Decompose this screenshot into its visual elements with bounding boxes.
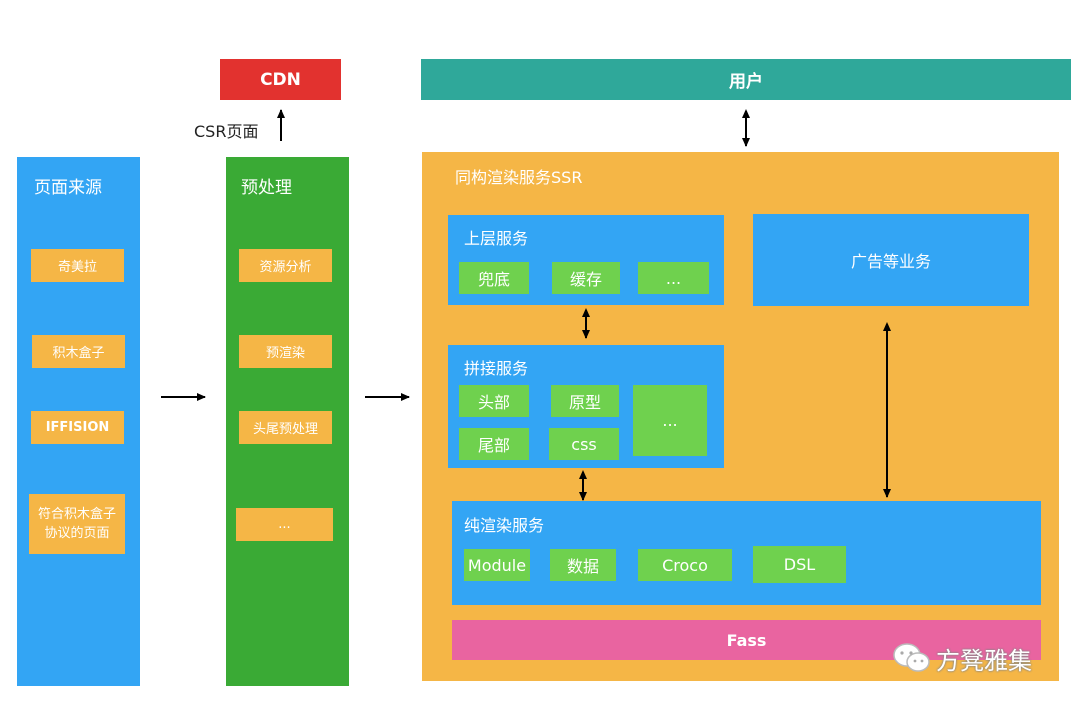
cdn-box: CDN bbox=[220, 59, 341, 100]
upper-service-title: 上层服务 bbox=[464, 229, 529, 248]
user-bar: 用户 bbox=[421, 59, 1071, 100]
preprocess-title: 预处理 bbox=[241, 178, 292, 198]
source-item-iffision: IFFISION bbox=[31, 411, 124, 444]
fallback-box: 兜底 bbox=[459, 262, 529, 294]
pure-render-title: 纯渲染服务 bbox=[464, 516, 545, 535]
stitch-more-box: ... bbox=[633, 385, 707, 456]
wechat-icon bbox=[893, 643, 930, 672]
page-source-title: 页面来源 bbox=[34, 178, 102, 198]
ads-business-panel: 广告等业务 bbox=[753, 214, 1029, 306]
source-item-jimu: 积木盒子 bbox=[32, 335, 125, 368]
cache-box: 缓存 bbox=[552, 262, 620, 294]
watermark: 方凳雅集 bbox=[892, 640, 1052, 676]
dsl-box: DSL bbox=[753, 546, 846, 583]
stitch-service-title: 拼接服务 bbox=[464, 359, 529, 378]
ssr-container: 同构渲染服务SSR 上层服务 兜底 缓存 ... 广告等业务 拼接服务 头部 原… bbox=[422, 152, 1059, 681]
preprocess-item-prerender: 预渲染 bbox=[239, 335, 332, 368]
module-box: Module bbox=[464, 549, 530, 581]
footer-box: 尾部 bbox=[459, 428, 529, 460]
prototype-box: 原型 bbox=[551, 385, 619, 417]
pure-render-panel: 纯渲染服务 Module 数据 Croco DSL bbox=[452, 501, 1041, 605]
css-box: css bbox=[549, 428, 619, 460]
source-item-protocol-pages: 符合积木盒子 协议的页面 bbox=[29, 494, 125, 554]
stitch-service-panel: 拼接服务 头部 原型 尾部 css ... bbox=[448, 345, 724, 468]
croco-box: Croco bbox=[638, 549, 732, 581]
preprocess-item-more: ... bbox=[236, 508, 333, 541]
page-source-column: 页面来源 奇美拉 积木盒子 IFFISION 符合积木盒子 协议的页面 bbox=[17, 157, 140, 686]
ssr-title: 同构渲染服务SSR bbox=[455, 168, 583, 187]
upper-more-box: ... bbox=[638, 262, 709, 294]
watermark-text: 方凳雅集 bbox=[936, 646, 1032, 675]
preprocess-item-resource-analysis: 资源分析 bbox=[239, 249, 332, 282]
data-box: 数据 bbox=[550, 549, 616, 581]
upper-service-panel: 上层服务 兜底 缓存 ... bbox=[448, 215, 724, 305]
fass-bar: Fass bbox=[452, 620, 1041, 660]
header-box: 头部 bbox=[459, 385, 529, 417]
source-item-chimera: 奇美拉 bbox=[31, 249, 124, 282]
csr-page-label: CSR页面 bbox=[194, 122, 259, 141]
preprocess-column: 预处理 资源分析 预渲染 头尾预处理 ... bbox=[226, 157, 349, 686]
preprocess-item-header-footer: 头尾预处理 bbox=[239, 411, 332, 444]
